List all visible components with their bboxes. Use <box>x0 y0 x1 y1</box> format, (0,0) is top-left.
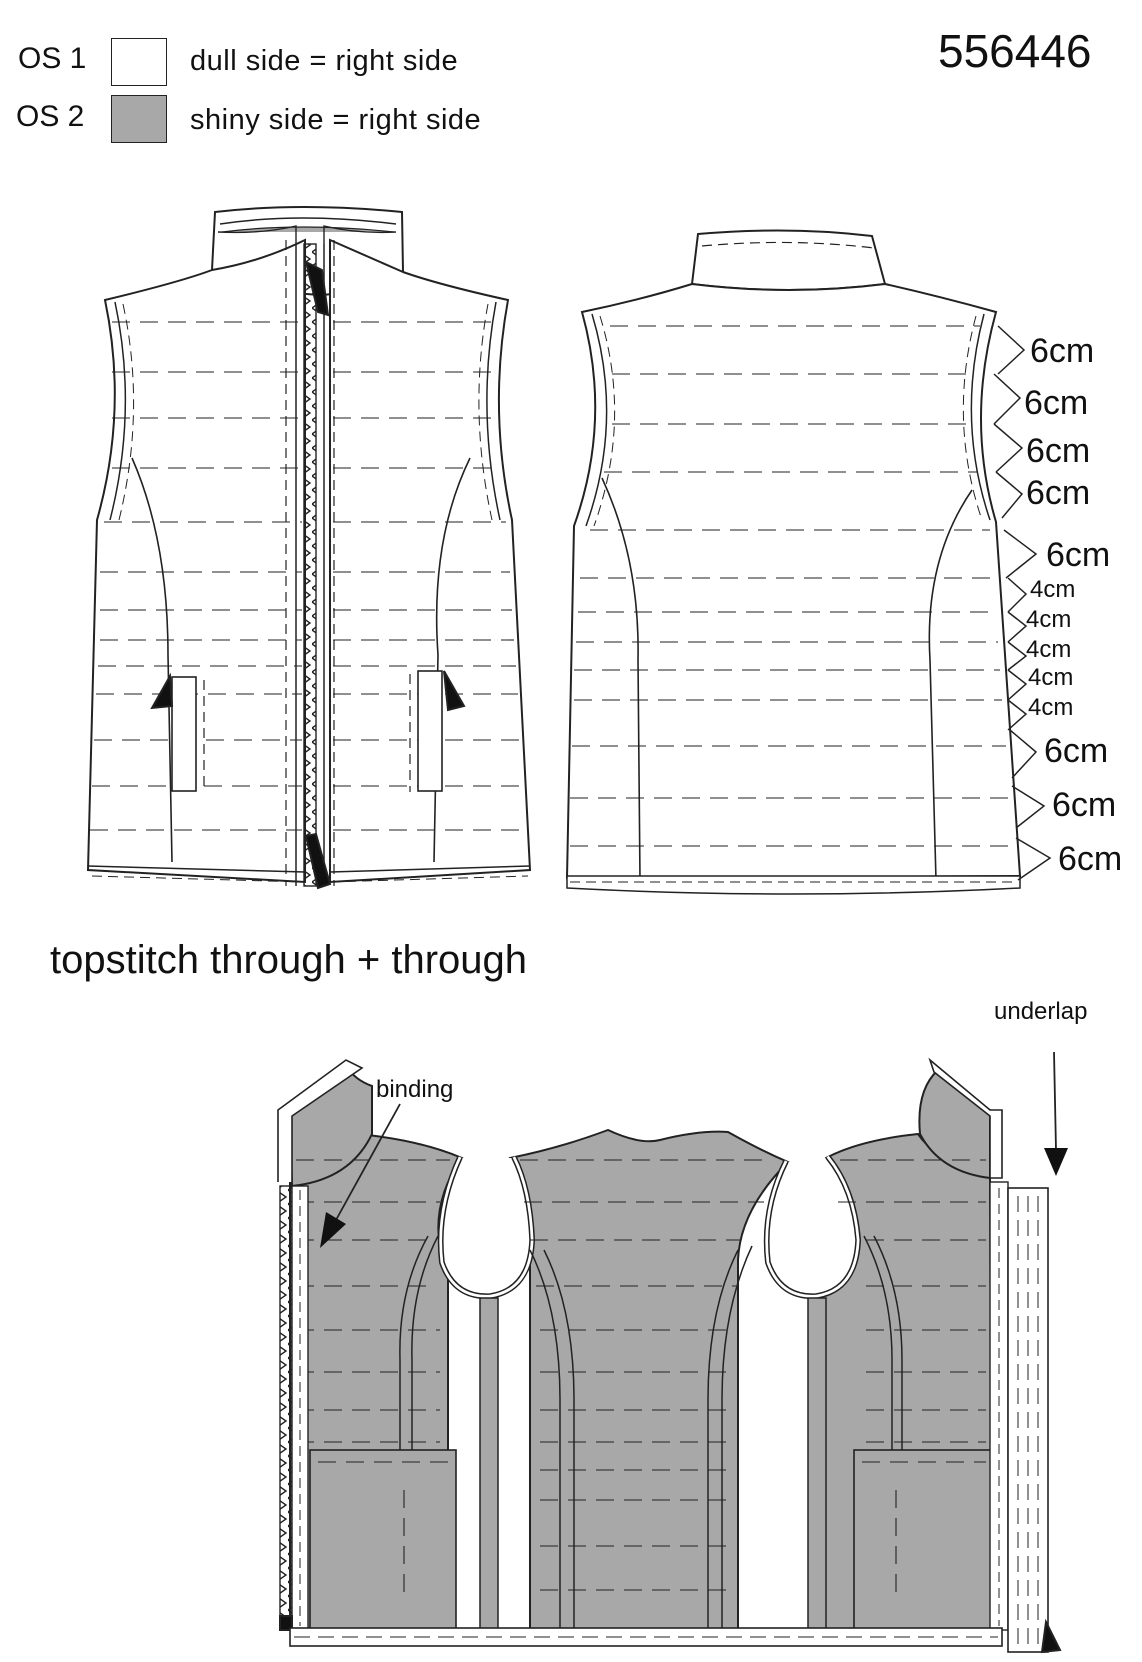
front-view <box>86 206 532 890</box>
measurement-label: 6cm <box>1026 474 1091 512</box>
lining-right-pocket <box>853 1449 993 1631</box>
measurement-label: 4cm <box>1028 694 1074 721</box>
legend-os2-description: shiny side = right side <box>190 104 482 136</box>
pattern-number: 556446 <box>938 25 1092 77</box>
measurement-label: 6cm <box>1046 536 1111 574</box>
legend-os2-swatch <box>111 95 167 143</box>
lining-view <box>277 1051 1068 1654</box>
measurement-label: 6cm <box>1026 432 1091 470</box>
measurement-label: 4cm <box>1026 606 1072 633</box>
legend-os1-label: OS 1 <box>18 42 87 75</box>
measurement-label: 6cm <box>1030 332 1095 370</box>
legend-os2-label: OS 2 <box>16 100 85 133</box>
back-panel <box>565 282 1022 880</box>
front-right-pocket <box>417 670 443 792</box>
measurement-label: 4cm <box>1030 576 1076 603</box>
measurement-label: 6cm <box>1044 732 1109 770</box>
front-zipper <box>303 243 317 887</box>
front-right-panel <box>329 238 532 884</box>
back-collar <box>690 229 887 291</box>
measurement-label: 4cm <box>1028 664 1074 691</box>
measurement-label: 6cm <box>1058 840 1123 878</box>
front-left-panel <box>86 238 306 884</box>
measurement-brackets <box>993 325 1052 881</box>
measurement-label: 6cm <box>1052 786 1117 824</box>
lining-back <box>508 1128 790 1631</box>
measurement-label: 4cm <box>1026 636 1072 663</box>
legend-os1-swatch <box>111 38 167 86</box>
zipper-pull-top <box>304 260 330 317</box>
underlap-label: underlap <box>994 998 1088 1025</box>
legend-os1-description: dull side = right side <box>190 45 459 77</box>
back-view <box>565 229 1052 895</box>
instruction-caption: topstitch through + through <box>50 938 527 982</box>
lining-left-pocket <box>309 1449 457 1631</box>
front-left-pocket <box>171 676 197 792</box>
measurement-label: 6cm <box>1024 384 1089 422</box>
binding-label: binding <box>376 1076 454 1103</box>
zipper-pull-bottom <box>304 832 332 890</box>
